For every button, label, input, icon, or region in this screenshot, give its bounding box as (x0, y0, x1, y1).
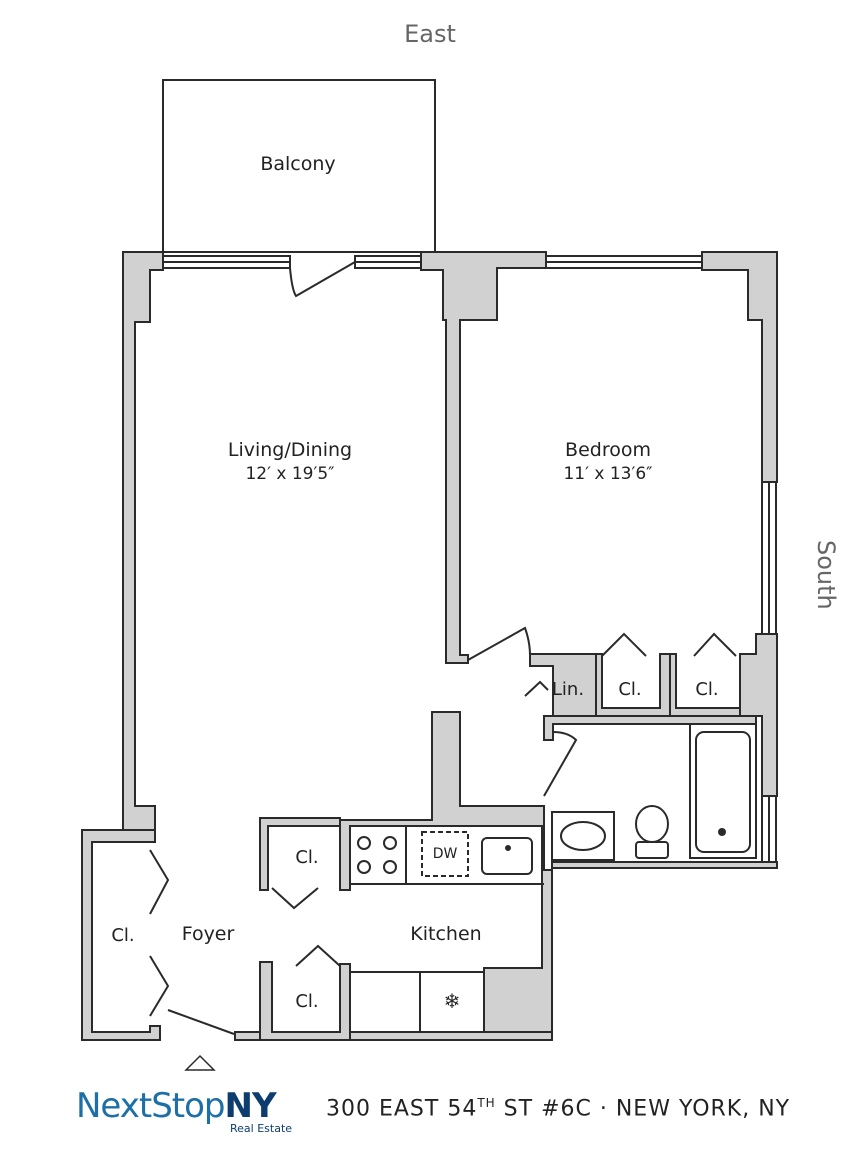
bath-door (543, 731, 578, 797)
label-closet-kitchen-bottom: Cl. (295, 991, 319, 1012)
address-line: 300 EAST 54TH ST #6C · NEW YORK, NY (326, 1096, 790, 1121)
wall-bedroom-right (701, 251, 778, 483)
refrigerator-icon: ❄ (444, 989, 461, 1013)
footer: NextStopNY Real Estate 300 EAST 54TH ST … (0, 1080, 860, 1140)
closet-door-1 (601, 632, 647, 657)
compass-east-label: East (404, 20, 456, 48)
label-foyer: Foyer (181, 923, 235, 945)
wall-right-lower (739, 633, 778, 797)
label-closet-kitchen-top: Cl. (295, 847, 319, 868)
bedroom-name: Bedroom (565, 439, 651, 461)
bedroom-dims: 11′ x 13′6″ (563, 464, 653, 484)
wall-bath-top (543, 715, 757, 741)
label-balcony: Balcony (260, 153, 336, 175)
label-closet-bed-1: Cl. (618, 679, 642, 700)
label-living: Living/Dining 12′ x 19′5″ (190, 438, 390, 486)
logo-light-text: NextStop (76, 1086, 226, 1126)
label-closet-bed-2: Cl. (695, 679, 719, 700)
wall-bottom-right (349, 1031, 553, 1041)
stove (349, 825, 407, 885)
balcony-door (289, 261, 356, 298)
balcony-outline (162, 79, 436, 253)
kitchen-closet-door-bottom (295, 944, 341, 967)
entry-door (167, 1009, 235, 1035)
foyer-closet-door-upper (149, 849, 170, 915)
label-linen: Lin. (551, 679, 585, 700)
address-part-1: 300 EAST 54 (326, 1096, 478, 1122)
label-kitchen: Kitchen (410, 923, 482, 945)
label-dishwasher: DW (432, 846, 458, 862)
wall-closet-kitchen-top (259, 817, 341, 891)
logo-subtitle: Real Estate (230, 1122, 293, 1135)
wall-column-top (420, 251, 547, 664)
toilet-bowl (635, 805, 669, 843)
wall-living-left (122, 251, 164, 843)
brand-logo: NextStopNY (76, 1086, 277, 1126)
kitchen-closet-door-top (271, 887, 319, 910)
bathtub-inner (695, 731, 751, 853)
wall-foyer (81, 829, 161, 1041)
floor-plan: ❄ (81, 79, 778, 1071)
wall-bottom (234, 1031, 261, 1041)
linen-door (524, 680, 549, 697)
address-part-2: ST #6C · NEW YORK, NY (495, 1096, 791, 1122)
wall-closet-kitchen-bottom (259, 961, 351, 1041)
burner-2 (383, 836, 397, 850)
living-name: Living/Dining (227, 439, 353, 461)
closet-door-2 (693, 632, 737, 657)
toilet-tank (635, 841, 669, 859)
burner-4 (383, 860, 397, 874)
burner-1 (357, 836, 371, 850)
entry-arrow-icon (184, 1054, 216, 1071)
sink (481, 837, 533, 875)
label-bedroom: Bedroom 11′ x 13′6″ (508, 438, 708, 486)
foyer-closet-door-lower (149, 955, 170, 1017)
burner-3 (357, 860, 371, 874)
bath-sink (560, 821, 606, 851)
logo-bold-text: NY (224, 1086, 277, 1126)
bedroom-door (467, 626, 531, 661)
living-dims: 12′ x 19′5″ (245, 464, 335, 484)
refrigerator (419, 971, 485, 1033)
address-sup: TH (477, 1096, 496, 1110)
label-closet-foyer: Cl. (111, 925, 135, 946)
dishwasher (421, 831, 469, 877)
